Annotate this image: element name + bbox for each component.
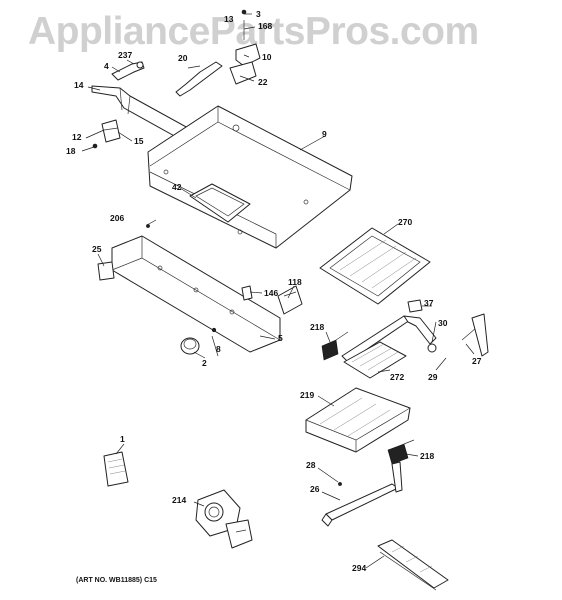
callout-5: 5 bbox=[278, 333, 283, 343]
callout-4: 4 bbox=[104, 61, 109, 71]
lower-burner-tube bbox=[321, 461, 403, 527]
callout-26: 26 bbox=[310, 484, 320, 494]
control-knob bbox=[180, 337, 200, 355]
callout-27: 27 bbox=[472, 356, 482, 366]
callout-3: 3 bbox=[256, 9, 261, 19]
orifice-fitting bbox=[92, 119, 121, 149]
literature-packet bbox=[103, 451, 129, 487]
callout-42: 42 bbox=[172, 182, 182, 192]
callout-8: 8 bbox=[216, 344, 221, 354]
small-fastener bbox=[97, 224, 217, 333]
callout-30: 30 bbox=[438, 318, 448, 328]
heat-shield bbox=[377, 539, 449, 591]
igniter bbox=[321, 331, 349, 361]
burner-tube bbox=[341, 315, 437, 379]
igniter-lower bbox=[387, 439, 415, 465]
callout-37: 37 bbox=[424, 298, 434, 308]
broiler-baffle bbox=[305, 387, 411, 453]
callout-214: 214 bbox=[172, 495, 186, 505]
callout-14: 14 bbox=[74, 80, 84, 90]
callout-218-upper: 218 bbox=[310, 322, 324, 332]
thermostat-bulb bbox=[407, 299, 489, 357]
burner-box bbox=[147, 105, 353, 249]
burner-box-opening bbox=[189, 183, 251, 223]
callout-28: 28 bbox=[306, 460, 316, 470]
callout-206: 206 bbox=[110, 213, 124, 223]
art-number: (ART NO. WB11885) C15 bbox=[76, 577, 157, 584]
callout-294: 294 bbox=[352, 563, 366, 573]
callout-18: 18 bbox=[66, 146, 76, 156]
callout-118: 118 bbox=[288, 277, 302, 287]
pressure-regulator-valve bbox=[175, 9, 261, 97]
callout-15: 15 bbox=[134, 136, 144, 146]
callout-218-lower: 218 bbox=[420, 451, 434, 461]
bracket bbox=[241, 285, 303, 315]
leader-lines bbox=[81, 13, 475, 569]
callout-labels: 3 13 168 10 22 20 237 4 14 12 15 18 9 42… bbox=[66, 9, 482, 584]
callout-22: 22 bbox=[258, 77, 268, 87]
callout-168: 168 bbox=[258, 21, 272, 31]
callout-13: 13 bbox=[224, 14, 234, 24]
callout-270: 270 bbox=[398, 217, 412, 227]
callout-1: 1 bbox=[120, 434, 125, 444]
manifold-panel bbox=[111, 235, 281, 353]
broiler-pan bbox=[319, 227, 431, 305]
callout-10: 10 bbox=[262, 52, 272, 62]
gas-valve bbox=[195, 489, 253, 549]
callout-146: 146 bbox=[264, 288, 278, 298]
callout-12: 12 bbox=[72, 132, 82, 142]
callout-25: 25 bbox=[92, 244, 102, 254]
callout-29: 29 bbox=[428, 372, 438, 382]
callout-237: 237 bbox=[118, 50, 132, 60]
callout-272: 272 bbox=[390, 372, 404, 382]
callout-219: 219 bbox=[300, 390, 314, 400]
callout-2: 2 bbox=[202, 358, 207, 368]
callout-20: 20 bbox=[178, 53, 188, 63]
callout-9: 9 bbox=[322, 129, 327, 139]
